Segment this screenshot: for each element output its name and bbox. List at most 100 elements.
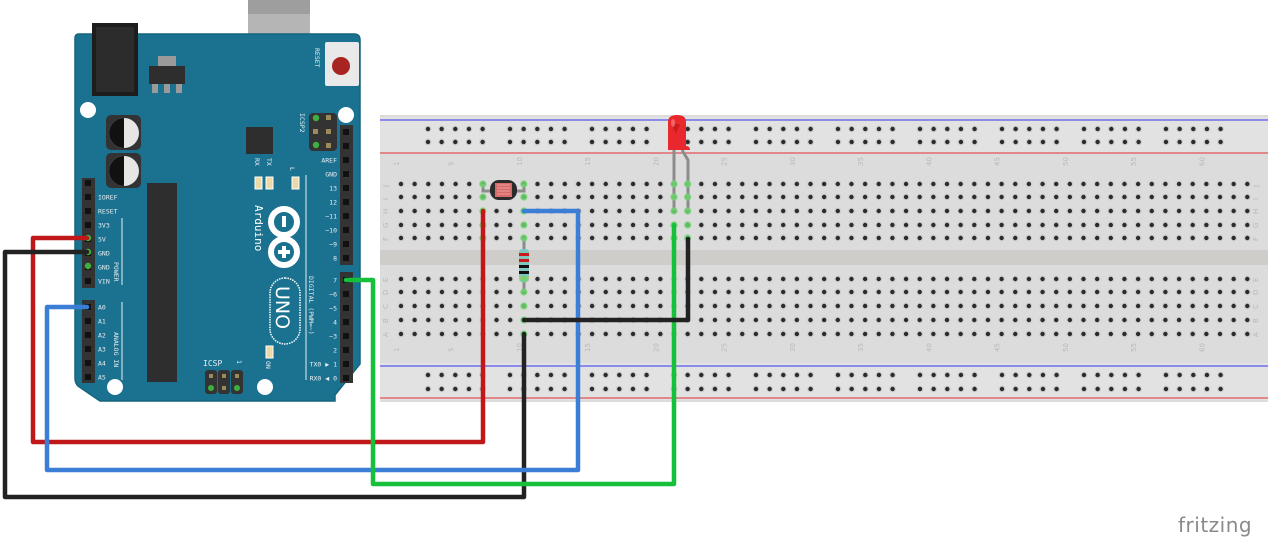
connected-hole <box>684 221 692 229</box>
header-pin[interactable] <box>85 360 91 366</box>
header-pin[interactable] <box>343 185 349 191</box>
header-pin[interactable] <box>343 333 349 339</box>
rail-hole-center <box>753 139 759 145</box>
breadboard-hole-center <box>1040 235 1045 241</box>
header-pin[interactable] <box>343 143 349 149</box>
header-pin[interactable] <box>85 222 91 228</box>
rail-hole-center <box>999 126 1005 132</box>
rail-hole-center <box>521 126 526 132</box>
rail-hole-center <box>1054 386 1059 392</box>
breadboard-hole-center <box>1245 289 1250 295</box>
breadboard-hole-center <box>1135 276 1141 282</box>
pin-label: 5V <box>98 236 106 244</box>
breadboard-hole-center <box>931 331 936 337</box>
breadboard-hole-center <box>1204 317 1209 323</box>
header-pin[interactable] <box>343 213 349 219</box>
header-pin[interactable] <box>85 208 91 214</box>
column-label: 20 <box>652 157 660 166</box>
header-pin[interactable] <box>343 241 349 247</box>
wire-led-gnd[interactable] <box>521 236 691 323</box>
breadboard-hole-center <box>562 289 567 295</box>
breadboard-hole-center <box>589 181 595 187</box>
breadboard-hole-center <box>890 317 895 323</box>
components <box>481 115 690 292</box>
breadboard-hole-center <box>1231 289 1236 295</box>
header-pin[interactable] <box>343 319 349 325</box>
row-label: J <box>382 185 390 188</box>
rail-hole-center <box>726 386 731 392</box>
breadboard-hole-center <box>740 317 745 323</box>
breadboard-hole-center <box>412 222 417 228</box>
breadboard-hole-center <box>1054 303 1059 309</box>
connected-hole <box>670 193 678 201</box>
header-pin[interactable] <box>343 157 349 163</box>
rail-hole-center <box>890 386 895 392</box>
breadboard-hole-center <box>985 208 991 214</box>
breadboard-hole-center <box>1190 331 1195 337</box>
breadboard-hole-center <box>1013 303 1018 309</box>
header-pin[interactable] <box>343 361 349 367</box>
row-label: B <box>382 318 390 323</box>
breadboard-hole-center <box>562 331 567 337</box>
column-label: 1 <box>393 348 401 352</box>
breadboard-hole-center <box>412 317 417 323</box>
column-label: 30 <box>789 343 797 352</box>
header-pin[interactable] <box>343 305 349 311</box>
breadboard-hole-center <box>767 331 772 337</box>
header-pin[interactable] <box>343 291 349 297</box>
header-pin[interactable] <box>343 347 349 353</box>
breadboard-hole-center <box>958 331 963 337</box>
rail-hole-center <box>1177 372 1182 378</box>
header-pin[interactable] <box>343 375 349 381</box>
header-pin[interactable] <box>343 255 349 261</box>
header-pin[interactable] <box>343 129 349 135</box>
breadboard-hole-center <box>1067 235 1073 241</box>
breadboard-hole-center <box>862 181 868 187</box>
header-pin[interactable] <box>85 278 91 284</box>
rail-hole-center <box>644 386 649 392</box>
breadboard-hole-center <box>1176 235 1182 241</box>
breadboard-hole-center <box>426 194 431 200</box>
header-pin[interactable] <box>343 227 349 233</box>
header-pin[interactable] <box>85 318 91 324</box>
header-pin[interactable] <box>343 199 349 205</box>
header-pin[interactable] <box>85 180 91 186</box>
wire-gnd[interactable] <box>2 249 527 500</box>
svg-text:UNO: UNO <box>271 286 293 329</box>
breadboard-hole-center <box>1231 276 1236 282</box>
resistor[interactable] <box>519 238 529 292</box>
breadboard-hole-center <box>985 181 991 187</box>
header-pin[interactable] <box>85 374 91 380</box>
breadboard-hole-center <box>603 331 608 337</box>
header-pin[interactable] <box>85 332 91 338</box>
icsp-label: ICSP <box>203 359 222 368</box>
breadboard-hole-center <box>1026 303 1032 309</box>
breadboard-hole-center <box>876 276 881 282</box>
breadboard-hole-center <box>508 317 513 323</box>
breadboard-hole-center <box>753 222 759 228</box>
header-pin[interactable] <box>343 171 349 177</box>
breadboard-hole-center <box>603 289 608 295</box>
breadboard-hole-center <box>917 303 922 309</box>
breadboard-hole-center <box>726 194 731 200</box>
rail-hole-center <box>781 372 786 378</box>
breadboard-bottom-rail <box>380 363 1268 400</box>
breadboard-hole-center <box>753 317 759 323</box>
breadboard-hole-center <box>1135 181 1141 187</box>
reset-button[interactable] <box>332 57 350 75</box>
breadboard-hole-center <box>944 276 950 282</box>
rail-hole-center <box>1191 126 1196 132</box>
breadboard-hole-center <box>1122 289 1127 295</box>
wire-d7[interactable] <box>343 222 677 487</box>
breadboard-hole-center <box>453 317 458 323</box>
rail-hole-center <box>999 372 1005 378</box>
breadboard-hole-center <box>862 208 868 214</box>
wire-5v[interactable] <box>30 208 486 445</box>
connected-hole <box>520 288 528 296</box>
header-pin[interactable] <box>85 346 91 352</box>
breadboard-hole-center <box>767 276 772 282</box>
header-pin[interactable] <box>85 194 91 200</box>
wire-a0[interactable] <box>44 208 581 473</box>
breadboard-hole-center <box>439 303 445 309</box>
breadboard-hole-center <box>508 222 513 228</box>
